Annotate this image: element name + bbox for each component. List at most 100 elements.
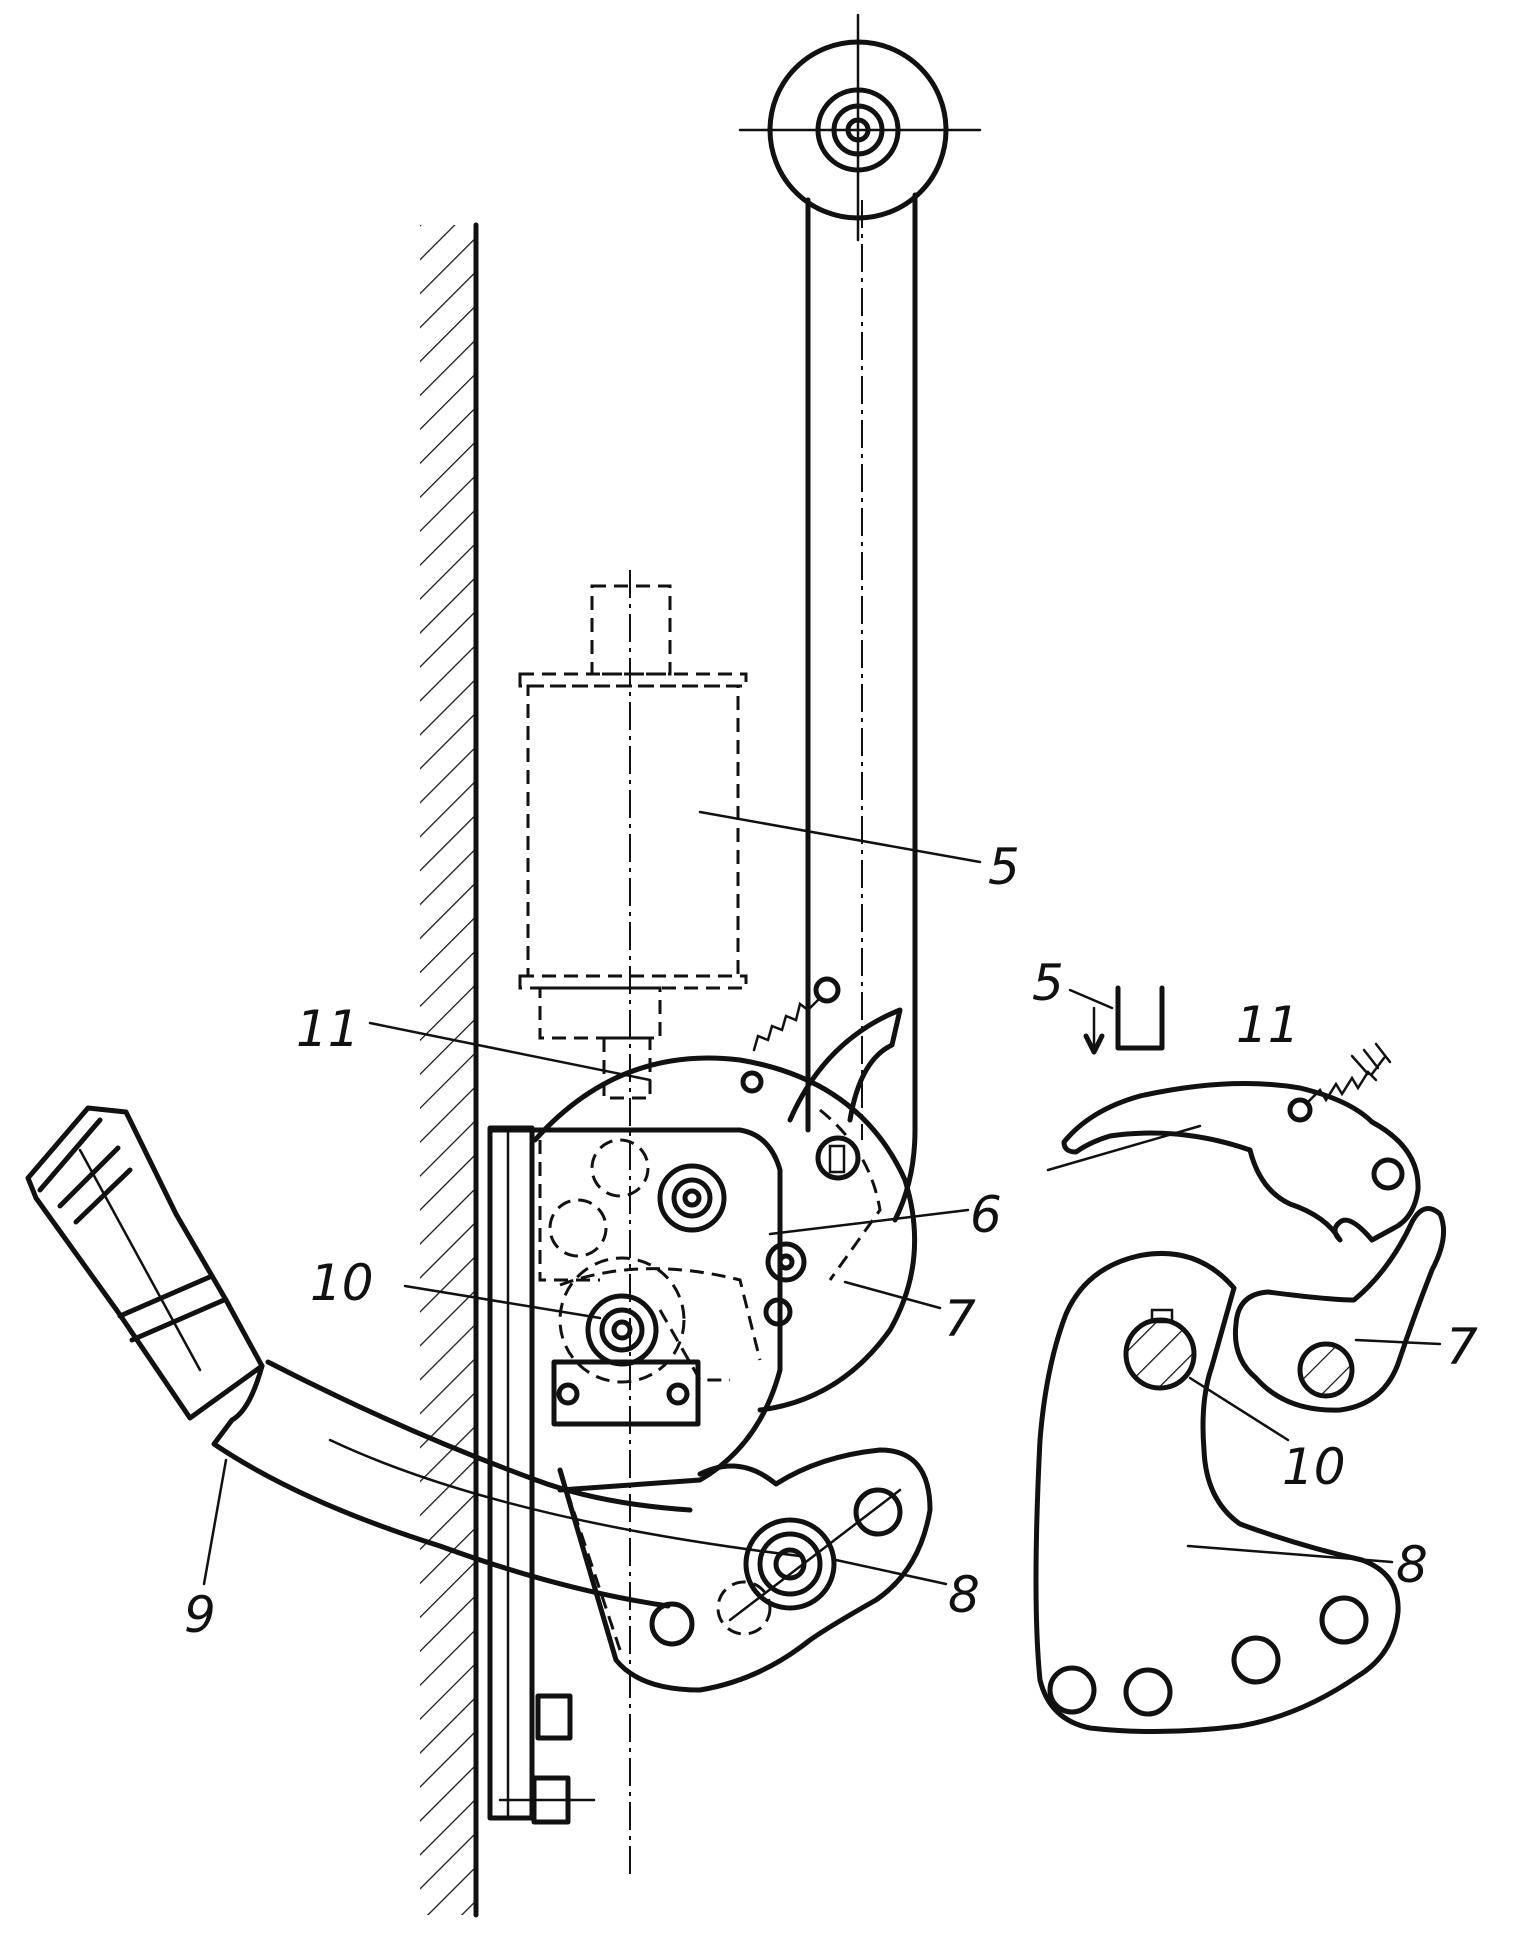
mounting-bar — [487, 1125, 596, 1825]
pedal-arm-lower-edge — [211, 1363, 671, 1609]
detail-label-10: 10 — [1282, 1438, 1346, 1496]
detail-cam-hole-4 — [1319, 1595, 1369, 1645]
shaft-6-center — [682, 1188, 702, 1208]
detail-leader-8 — [1186, 1544, 1394, 1564]
housing-dash-low — [658, 1309, 730, 1382]
top-pivot-bearing-inner — [831, 103, 885, 157]
pedal-handle-ribs — [37, 1117, 133, 1225]
leader-9 — [202, 1458, 228, 1586]
pedal-handle-axis — [78, 1148, 202, 1372]
cam-hole-lower — [649, 1601, 695, 1647]
magnet-body — [526, 684, 740, 978]
cam-diagonal — [728, 1488, 902, 1622]
detail-leader-11 — [1046, 1124, 1202, 1172]
pedal-lever-9 — [25, 1105, 802, 1609]
detail-label-7: 7 — [1446, 1318, 1478, 1376]
cam-pivot-outer — [743, 1517, 837, 1611]
housing-hole-dashed-1 — [590, 1138, 650, 1198]
housing-plate — [487, 1127, 783, 1493]
label-9: 9 — [184, 1586, 216, 1644]
pin-7-center — [777, 1253, 795, 1271]
electromagnet-5 — [518, 570, 982, 1880]
leader-11 — [368, 1021, 652, 1082]
leader-7 — [843, 1280, 942, 1310]
wall — [420, 222, 479, 1918]
detail-leader-5 — [1068, 988, 1114, 1010]
pin-upper — [815, 1135, 861, 1181]
label-11: 11 — [296, 1000, 360, 1058]
label-10: 10 — [310, 1254, 374, 1312]
shaft-6-outer — [657, 1163, 727, 1233]
spring-ring-top — [813, 976, 841, 1004]
detail-axle-10 — [1123, 1317, 1197, 1391]
pin-upper-slot — [828, 1144, 846, 1174]
pedal-arm-upper-edge — [265, 1359, 693, 1513]
detail-lever-11 — [1061, 1081, 1421, 1243]
detail-label-8: 8 — [1396, 1536, 1428, 1594]
detail-lever-7 — [1232, 1206, 1447, 1413]
label-5: 5 — [988, 838, 1020, 896]
detail-axle-key — [1150, 1308, 1174, 1324]
cam-plate-8 — [557, 1447, 948, 1693]
cam-pivot-middle — [757, 1531, 823, 1597]
pedal-handle-band — [117, 1273, 227, 1343]
detail-view — [1033, 985, 1447, 1735]
leader-10 — [403, 1284, 602, 1320]
leader-6 — [768, 1208, 970, 1236]
mounting-bar-body — [487, 1125, 535, 1821]
pivot-10-middle — [599, 1307, 645, 1353]
pivot-10-center — [611, 1319, 633, 1341]
housing-hole-dashed-2 — [548, 1198, 608, 1258]
detail-spring-ground — [1350, 1042, 1392, 1076]
leader-5 — [698, 810, 982, 864]
detail-lever-7-axle — [1297, 1341, 1355, 1399]
pivot-10-outer — [585, 1293, 659, 1367]
pedal-arm-axis — [328, 1438, 802, 1558]
top-pivot-axle — [845, 117, 871, 143]
lever-7-upper — [787, 1007, 903, 1123]
magnet-top-flange — [518, 672, 748, 688]
pin-lower — [763, 1297, 793, 1327]
top-pivot-disc — [767, 39, 949, 221]
cam-plate-dashed-edge — [558, 1469, 622, 1651]
detail-label-11: 11 — [1236, 996, 1300, 1054]
spring-anchor — [740, 1070, 764, 1094]
wall-hatching — [420, 225, 476, 1915]
detail-cam-plate-8 — [1033, 1250, 1401, 1735]
top-pivot-bearing — [815, 87, 901, 173]
detail-cam-hole-1 — [1047, 1665, 1097, 1715]
mount-bolt-upper — [535, 1693, 573, 1741]
housing-arc — [532, 1055, 918, 1413]
label-6: 6 — [970, 1186, 1002, 1244]
bracket-plate — [551, 1359, 701, 1427]
magnet-bottom-flange — [518, 974, 748, 990]
detail-magnet-slot — [1115, 985, 1165, 1051]
detail-leader-7 — [1354, 1338, 1442, 1346]
detail-arrow-head — [1083, 1033, 1105, 1055]
pin-7-outer — [765, 1241, 807, 1283]
part-labels: 5 6 7 8 9 10 11 5 11 7 10 8 — [184, 838, 1478, 1644]
lever-7-dashed — [819, 1108, 882, 1281]
housing-dash-mid — [559, 1267, 762, 1361]
cam-plate-outline — [557, 1447, 933, 1693]
detail-label-5: 5 — [1032, 954, 1064, 1012]
label-8: 8 — [948, 1566, 980, 1624]
arm-right-edge — [892, 192, 918, 1223]
vertical-arm — [738, 13, 982, 1223]
cam-hole-dashed — [716, 1580, 772, 1636]
housing-dash-left — [538, 1140, 600, 1282]
detail-cam-hole-3 — [1231, 1635, 1281, 1685]
shaft-6-middle — [671, 1177, 713, 1219]
magnet-plunger-housing — [538, 986, 662, 1040]
detail-spring-anchor — [1287, 1097, 1313, 1123]
detail-cam-hole-2 — [1123, 1667, 1173, 1717]
pedal-handle — [25, 1105, 265, 1421]
cam-hole-upper — [853, 1487, 903, 1537]
bracket-bolt-right — [666, 1382, 690, 1406]
spring — [752, 996, 822, 1052]
detail-lever-11-hole — [1371, 1157, 1405, 1191]
latch-housing — [368, 976, 970, 1493]
housing-hole-dashed-3 — [558, 1256, 686, 1384]
detail-spring — [1304, 1070, 1378, 1106]
